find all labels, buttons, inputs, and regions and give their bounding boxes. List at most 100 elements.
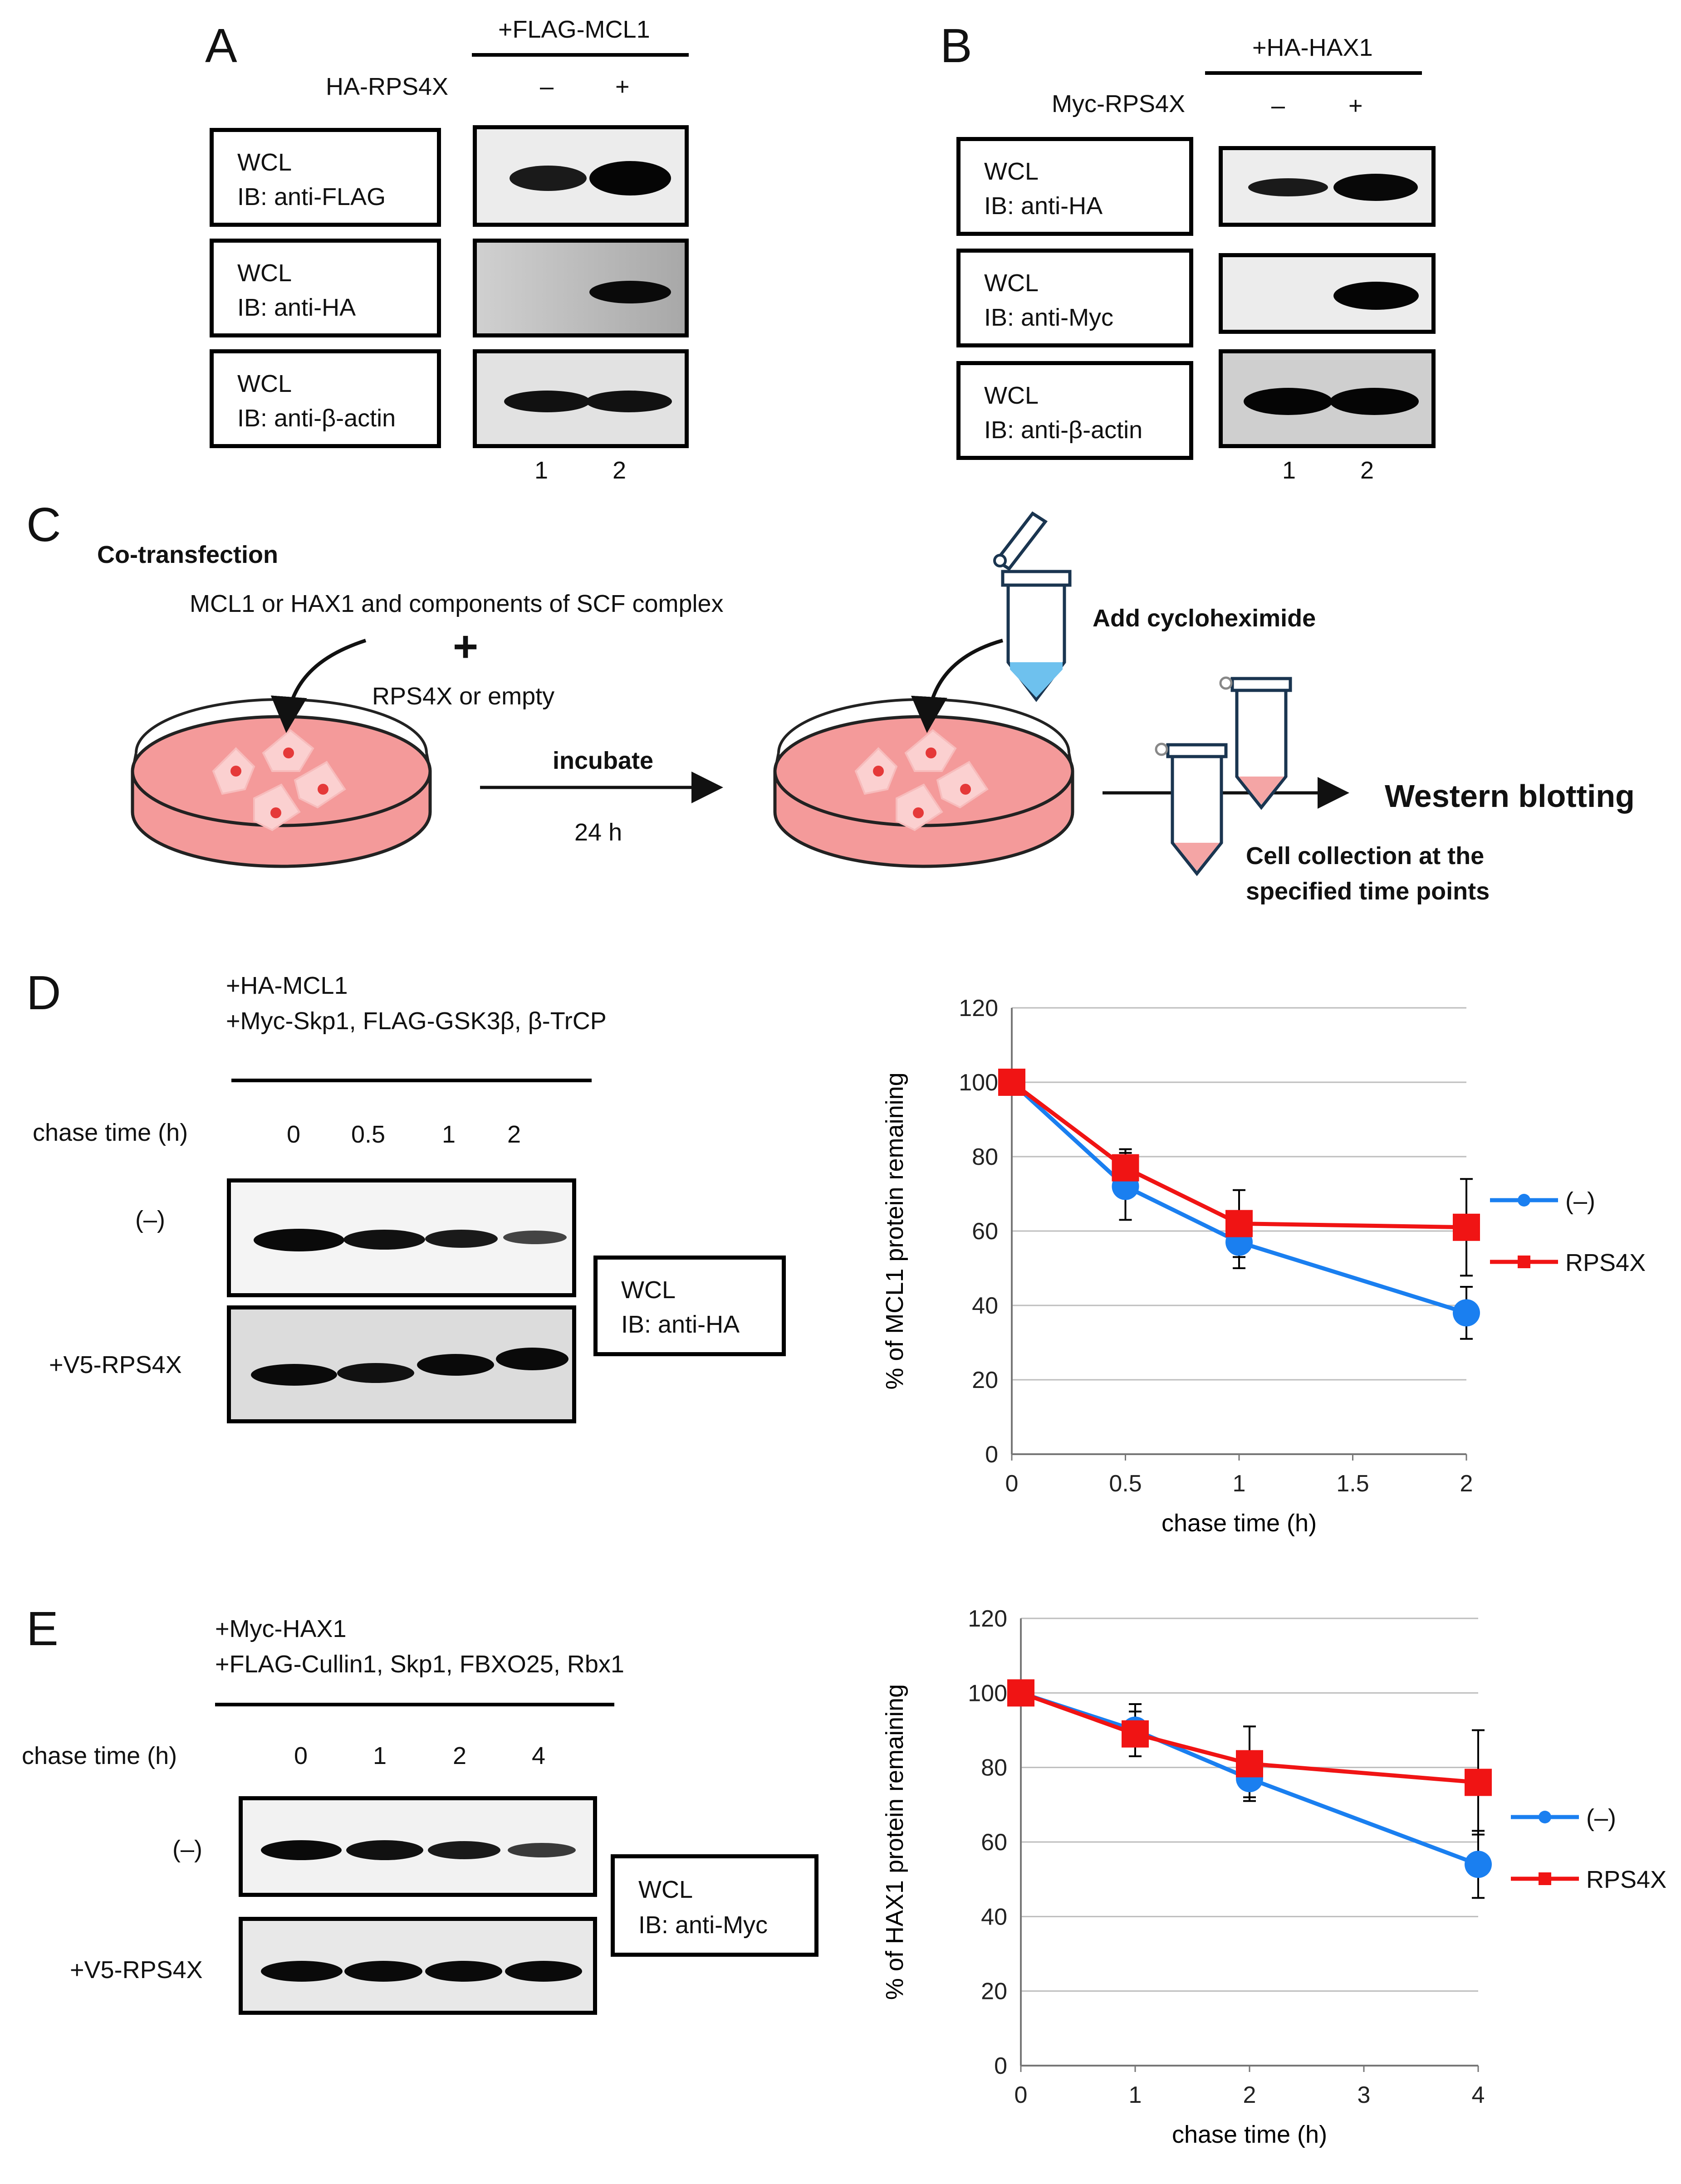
band (586, 391, 672, 412)
box-line: IB: anti-Myc (984, 304, 1114, 331)
panel-e-time-0: 0 (294, 1742, 308, 1769)
cotransfection-label: Co-transfection (97, 541, 279, 568)
collection-tube-1 (1155, 743, 1228, 876)
panel-b-sign-2: + (1348, 92, 1363, 119)
cell-collection-line-1: Cell collection at the (1246, 842, 1485, 870)
band (425, 1230, 498, 1248)
x-tick-label: 1 (1233, 1471, 1246, 1497)
y-tick-label: 40 (981, 1904, 1007, 1930)
panel-d-row-rps4x: +V5-RPS4X (49, 1351, 182, 1378)
box-line: WCL (621, 1276, 676, 1304)
panel-a-blot-ha (473, 239, 689, 337)
panel-b-row-label: Myc-RPS4X (1052, 90, 1186, 117)
x-tick-label: 2 (1460, 1471, 1473, 1497)
y-tick-label: 0 (994, 2053, 1007, 2079)
band (503, 1231, 567, 1244)
panel-a-sign-1: – (540, 73, 554, 100)
box-line: IB: anti-HA (984, 192, 1103, 220)
x-tick-label: 4 (1472, 2082, 1485, 2108)
band (510, 166, 587, 191)
panel-d-time-2: 1 (442, 1121, 456, 1148)
x-tick-label: 1.5 (1336, 1471, 1369, 1497)
legend-label: RPS4X (1565, 1249, 1646, 1276)
y-tick-label: 0 (985, 1441, 998, 1468)
rps4x-or-empty-label: RPS4X or empty (372, 683, 555, 710)
y-axis-label: % of MCL1 protein remaining (881, 1072, 908, 1389)
band (1244, 388, 1333, 415)
band (505, 1961, 582, 1982)
band (589, 161, 671, 195)
data-point (1007, 1679, 1034, 1707)
x-tick-label: 3 (1358, 2082, 1371, 2108)
x-tick-label: 0 (1005, 1471, 1019, 1497)
components-label: MCL1 or HAX1 and components of SCF compl… (190, 590, 724, 617)
band (1248, 178, 1328, 196)
y-tick-label: 20 (981, 1979, 1007, 2005)
data-point (1112, 1154, 1139, 1182)
cell-collection-line-2: specified time points (1246, 878, 1490, 905)
panel-e-header-1: +Myc-HAX1 (215, 1615, 347, 1642)
panel-a-label-box-actin: WCL IB: anti-β-actin (210, 349, 441, 448)
panel-d-chase-label: chase time (h) (33, 1119, 188, 1146)
x-axis-label: chase time (h) (1162, 1510, 1317, 1537)
panel-e-blot-rps4x (239, 1917, 597, 2015)
panel-b-label-box-actin: WCL IB: anti-β-actin (956, 361, 1193, 460)
panel-e-bracket-line (215, 1703, 614, 1706)
panel-e-row-rps4x: +V5-RPS4X (70, 1956, 203, 1984)
y-tick-label: 40 (972, 1293, 998, 1319)
band (254, 1229, 344, 1251)
band (261, 1840, 342, 1860)
panel-e-time-3: 4 (532, 1742, 546, 1769)
band (428, 1841, 500, 1859)
band (589, 281, 671, 303)
cycloheximide-tube (993, 511, 1072, 702)
incubate-label: incubate (553, 747, 654, 774)
y-tick-label: 80 (981, 1755, 1007, 1781)
data-point (998, 1069, 1025, 1096)
panel-d-blot-rps4x (227, 1305, 576, 1423)
box-line: IB: anti-Myc (638, 1911, 768, 1939)
data-point (1225, 1210, 1253, 1237)
panel-d-blot-control (227, 1178, 576, 1297)
data-point (1453, 1299, 1480, 1327)
y-axis-label: % of HAX1 protein remaining (881, 1684, 908, 2000)
panel-d-row-control: (–) (135, 1206, 165, 1233)
x-tick-label: 0.5 (1109, 1471, 1142, 1497)
panel-e-time-2: 2 (453, 1742, 467, 1769)
data-point (1122, 1720, 1149, 1748)
legend-marker (1539, 1872, 1551, 1885)
panel-a-label-box-flag: WCL IB: anti-FLAG (210, 128, 441, 227)
panel-b-blot-ha (1219, 146, 1436, 227)
panel-a-sign-2: + (615, 73, 630, 100)
box-line: WCL (237, 259, 292, 287)
y-tick-label: 80 (972, 1144, 998, 1170)
panel-d-header-1: +HA-MCL1 (226, 972, 348, 999)
box-line: WCL (984, 269, 1039, 297)
panel-b-lane-2: 2 (1360, 457, 1374, 484)
box-line: WCL (237, 370, 292, 397)
box-line: IB: anti-HA (621, 1311, 740, 1338)
series-line (1010, 1080, 1467, 1230)
panel-e-row-control: (–) (172, 1836, 202, 1863)
band (346, 1840, 423, 1860)
box-line: WCL (638, 1876, 693, 1903)
series-line (1010, 1080, 1467, 1315)
x-tick-label: 1 (1129, 2082, 1142, 2108)
panel-b-sign-1: – (1271, 92, 1285, 119)
panel-a-bracket-line (472, 53, 689, 57)
y-tick-label: 60 (981, 1829, 1007, 1856)
panel-a-lane-2: 2 (613, 457, 627, 484)
add-cycloheximide-label: Add cycloheximide (1093, 605, 1316, 632)
panel-b-label-box-myc: WCL IB: anti-Myc (956, 249, 1193, 347)
y-tick-label: 20 (972, 1367, 998, 1393)
panel-e-chase-label: chase time (h) (22, 1742, 177, 1769)
western-blotting-label: Western blotting (1385, 778, 1635, 814)
duration-label: 24 h (574, 819, 622, 846)
box-line: IB: anti-HA (237, 294, 356, 321)
band (425, 1961, 502, 1982)
band (337, 1363, 414, 1383)
